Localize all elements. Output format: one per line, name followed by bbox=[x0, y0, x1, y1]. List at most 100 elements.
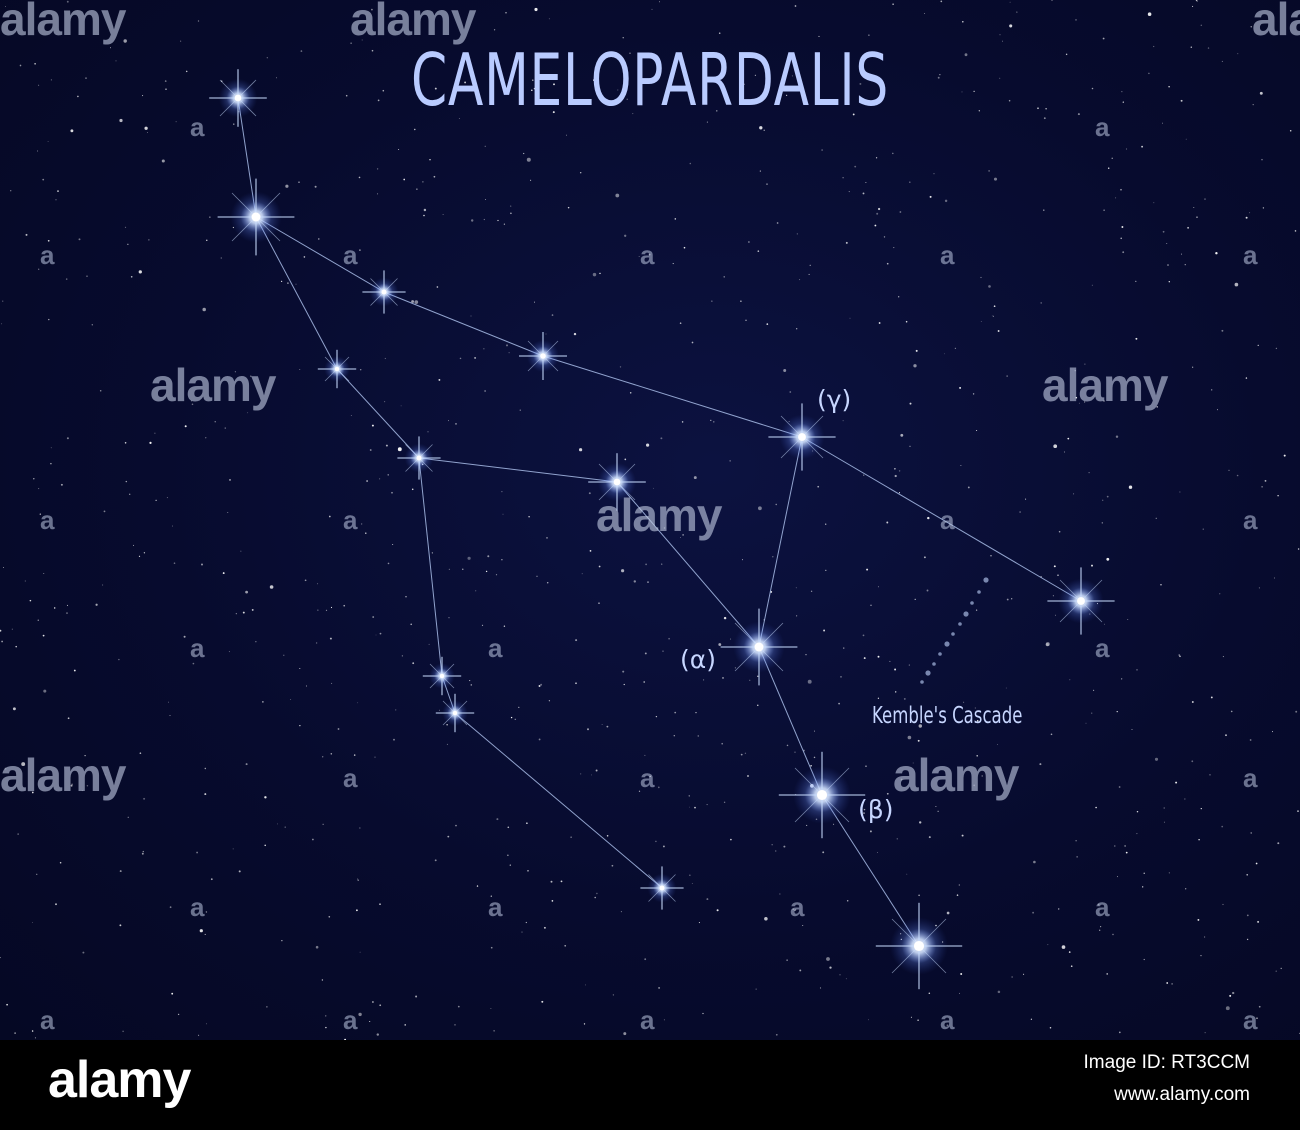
star-s4 bbox=[519, 332, 567, 380]
background-star bbox=[1142, 886, 1144, 888]
background-star bbox=[1131, 729, 1133, 731]
background-star bbox=[1115, 435, 1119, 438]
background-star bbox=[1256, 1017, 1258, 1019]
background-star bbox=[369, 449, 372, 451]
background-star bbox=[1202, 528, 1204, 530]
background-star bbox=[1143, 958, 1145, 961]
background-star bbox=[459, 357, 462, 360]
background-star bbox=[573, 332, 577, 336]
background-star bbox=[1207, 47, 1210, 49]
background-star bbox=[484, 390, 486, 392]
background-star bbox=[1101, 522, 1103, 524]
background-star bbox=[387, 562, 390, 565]
background-star bbox=[718, 643, 722, 646]
constellation-line bbox=[418, 457, 618, 483]
background-star bbox=[749, 679, 751, 681]
background-star bbox=[1185, 888, 1187, 890]
background-star bbox=[371, 424, 374, 427]
background-star bbox=[387, 474, 389, 476]
background-star bbox=[280, 280, 283, 283]
background-star bbox=[29, 599, 32, 602]
background-star bbox=[379, 478, 381, 480]
background-star bbox=[933, 173, 935, 175]
background-star bbox=[1219, 593, 1221, 595]
background-star bbox=[1122, 101, 1124, 103]
background-star bbox=[42, 178, 45, 181]
background-star bbox=[423, 214, 425, 217]
background-star bbox=[1116, 876, 1118, 878]
background-star bbox=[471, 219, 474, 222]
background-star bbox=[142, 850, 144, 853]
background-star bbox=[1009, 1, 1011, 3]
star-s1 bbox=[209, 69, 267, 127]
background-star bbox=[854, 165, 857, 168]
background-star bbox=[896, 838, 898, 840]
background-star bbox=[1124, 845, 1126, 847]
cascade-star bbox=[983, 577, 989, 583]
background-star bbox=[795, 587, 797, 589]
background-star bbox=[1099, 929, 1101, 931]
background-star bbox=[698, 922, 700, 924]
background-star bbox=[54, 607, 56, 609]
alamy-logo: alamy bbox=[48, 1051, 191, 1109]
background-star bbox=[711, 300, 713, 302]
star-s6 bbox=[397, 436, 441, 480]
background-star bbox=[976, 429, 978, 432]
background-star bbox=[1294, 230, 1297, 232]
background-star bbox=[510, 205, 512, 207]
background-star bbox=[377, 193, 379, 195]
background-star bbox=[619, 366, 622, 368]
background-star bbox=[622, 37, 624, 39]
background-star bbox=[1166, 242, 1168, 245]
background-star bbox=[0, 957, 1, 959]
background-star bbox=[1250, 26, 1252, 28]
background-star bbox=[433, 175, 436, 178]
background-star bbox=[808, 273, 810, 275]
background-star bbox=[448, 617, 450, 619]
background-star bbox=[1153, 45, 1155, 48]
background-star bbox=[578, 448, 583, 452]
background-star bbox=[262, 701, 264, 703]
background-star bbox=[447, 420, 450, 422]
background-star bbox=[1127, 618, 1129, 621]
background-star bbox=[538, 738, 541, 741]
star-s14 bbox=[640, 866, 684, 910]
background-star bbox=[507, 854, 509, 856]
background-star bbox=[718, 32, 721, 34]
background-star bbox=[974, 707, 976, 709]
background-star bbox=[1, 323, 3, 325]
background-star bbox=[674, 218, 677, 220]
background-star bbox=[716, 110, 718, 112]
background-star bbox=[476, 885, 479, 887]
background-star bbox=[826, 957, 830, 961]
background-star bbox=[1229, 994, 1232, 997]
background-star bbox=[1121, 226, 1124, 228]
background-star bbox=[796, 328, 798, 330]
background-star bbox=[169, 714, 171, 716]
background-star bbox=[846, 900, 849, 902]
cascade-star bbox=[920, 680, 924, 684]
background-star bbox=[266, 57, 268, 59]
background-star bbox=[1275, 970, 1277, 972]
background-star bbox=[688, 795, 690, 797]
background-star bbox=[161, 159, 165, 163]
background-star bbox=[606, 725, 609, 728]
background-star bbox=[521, 931, 523, 933]
background-star bbox=[1023, 973, 1025, 975]
background-star bbox=[84, 754, 86, 757]
background-star bbox=[295, 283, 297, 285]
constellation-line bbox=[801, 436, 1082, 602]
background-star bbox=[458, 117, 460, 120]
background-star bbox=[372, 616, 375, 618]
background-star bbox=[644, 652, 647, 655]
background-star bbox=[649, 775, 651, 778]
background-star bbox=[361, 523, 363, 525]
background-star bbox=[462, 568, 464, 570]
background-star bbox=[510, 716, 513, 719]
background-star bbox=[796, 233, 798, 235]
background-star bbox=[1008, 99, 1011, 102]
background-star bbox=[523, 152, 525, 155]
background-star bbox=[545, 333, 547, 335]
cascade-star bbox=[951, 632, 955, 636]
background-star bbox=[455, 824, 457, 827]
